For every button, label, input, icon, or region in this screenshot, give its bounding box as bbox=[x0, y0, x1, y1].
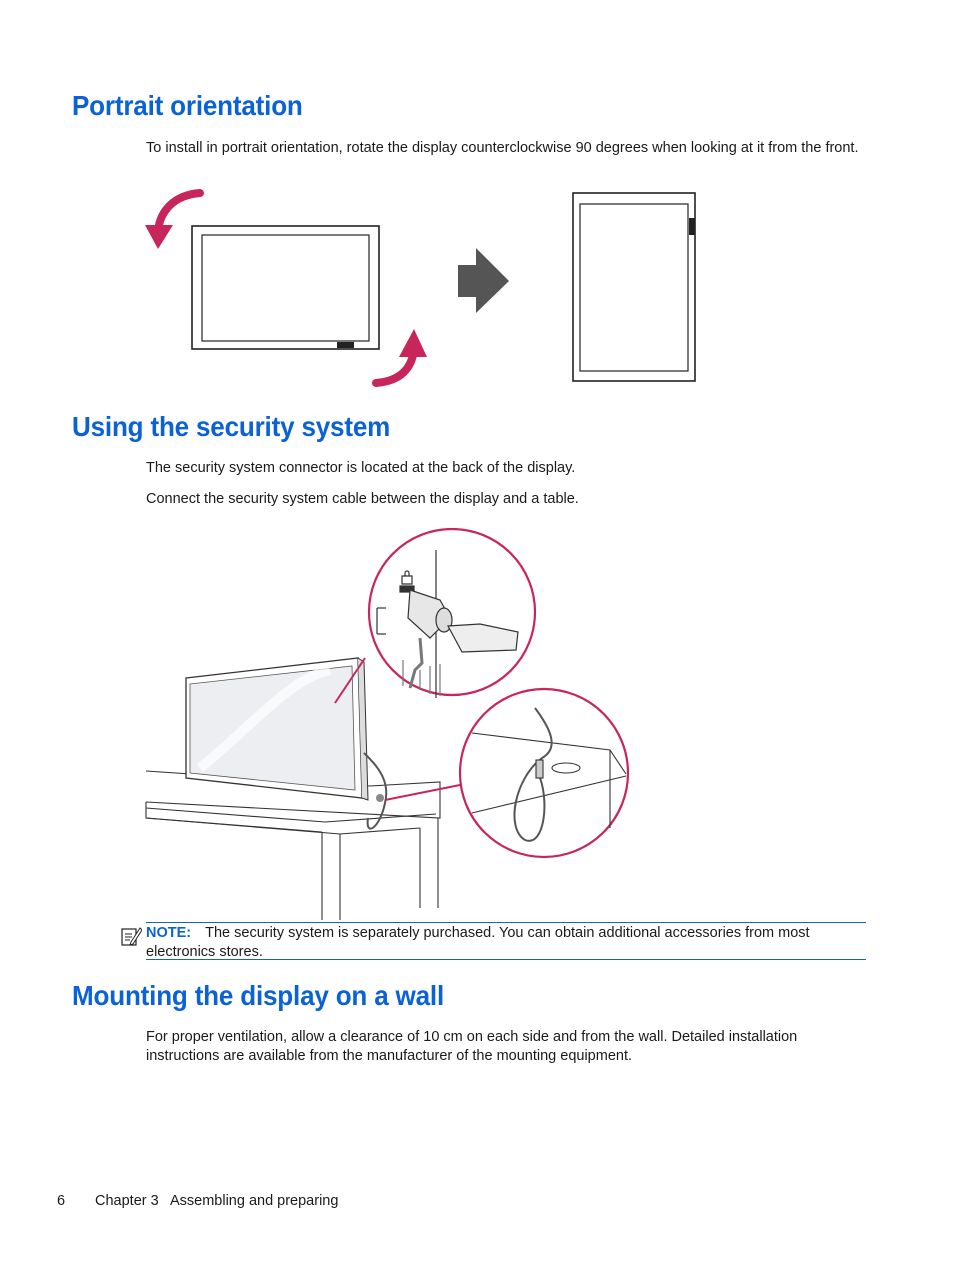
heading-mounting-wall: Mounting the display on a wall bbox=[72, 980, 445, 1011]
note-text: The security system is separately purcha… bbox=[146, 925, 810, 960]
paragraph-security-location: The security system connector is located… bbox=[146, 460, 576, 476]
page-number: 6 bbox=[57, 1193, 66, 1209]
paragraph-mounting-instructions: For proper ventilation, allow a clearanc… bbox=[146, 1029, 798, 1064]
note-icon bbox=[121, 927, 142, 946]
counterclockwise-arrow-bottom-icon bbox=[372, 329, 427, 387]
chapter-title: Chapter 3 Assembling and preparing bbox=[95, 1193, 339, 1209]
paragraph-security-connect: Connect the security system cable betwee… bbox=[146, 491, 579, 507]
table-detail-callout bbox=[384, 687, 630, 859]
security-system-illustration bbox=[145, 528, 630, 920]
rotation-illustration bbox=[145, 189, 696, 387]
heading-portrait-orientation: Portrait orientation bbox=[72, 90, 303, 121]
landscape-display bbox=[191, 225, 380, 350]
monitor bbox=[185, 657, 388, 830]
heading-security-system: Using the security system bbox=[72, 411, 391, 442]
note-label: NOTE: bbox=[146, 925, 192, 941]
note-box: NOTE:The security system is separately p… bbox=[146, 922, 866, 960]
transition-arrow-icon bbox=[458, 248, 509, 313]
portrait-display bbox=[572, 192, 696, 382]
paragraph-portrait-instructions: To install in portrait orientation, rota… bbox=[146, 140, 859, 156]
counterclockwise-arrow-top-icon bbox=[145, 189, 204, 249]
table bbox=[145, 770, 441, 920]
lock-detail-callout bbox=[334, 528, 537, 704]
